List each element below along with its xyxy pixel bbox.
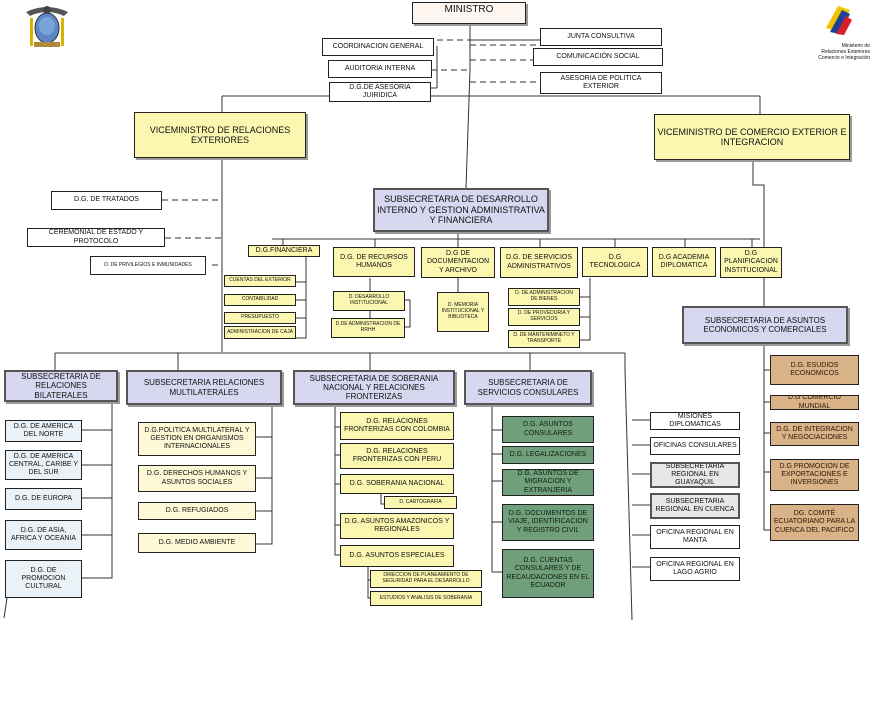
financiera-item-box[interactable]: CONTABILIDAD: [224, 294, 296, 306]
asesoria-politica-exterior-box[interactable]: ASESORIA DE POLITICA EXTERIOR: [540, 72, 662, 94]
rrhh-item-box[interactable]: D. DESARROLLO INSTITUCIONAL: [333, 291, 405, 311]
soberania-sub-box[interactable]: DIRECCION DE PLANEAMIENTO DE SEGURIDAD P…: [370, 570, 482, 588]
consulares-item-box[interactable]: D.G. CUENTAS CONSULARES Y DE RECAUDACION…: [502, 549, 594, 598]
oficina-lago-agrio-box[interactable]: OFICINA REGIONAL EN LAGO AGRIO: [650, 557, 740, 581]
subsec-bilaterales-box[interactable]: SUBSECRETARIA DE RELACIONES BILATERALES: [4, 370, 118, 402]
ministry-logo: Ministerio de Relaciones Exteriores Come…: [800, 2, 870, 64]
rrhh-item-box[interactable]: D.DE ADMINISTRACION DE RRHH: [331, 318, 405, 338]
soberania-item-box[interactable]: D.G. RELACIONES FRONTERIZAS CON COLOMBIA: [340, 412, 454, 440]
oficinas-consulares-box[interactable]: OFICINAS CONSULARES: [650, 437, 740, 455]
subsec-economicos-box[interactable]: SUBSECRETARIA DE ASUNTOS ECONOMICOS Y CO…: [682, 306, 848, 344]
economicos-item-box[interactable]: D.G. DE INTEGRACION Y NEGOCIACIONES: [770, 422, 859, 446]
logo-text-line: Relaciones Exteriores: [821, 49, 870, 55]
servicios-item-box[interactable]: D. DE PROVEDURIA Y SERVICIOS: [508, 308, 580, 326]
servicios-item-box[interactable]: D. DE MANTENIMINETO Y TRANSPORTE: [508, 330, 580, 348]
bilaterales-item-box[interactable]: D.G. DE AMERICA DEL NORTE: [5, 420, 82, 442]
soberania-item-box[interactable]: D.G. ASUNTOS AMAZONICOS Y REGIONALES: [340, 513, 454, 539]
financiera-item-box[interactable]: CUENTAS DEL EXTERIOR: [224, 275, 296, 287]
subsec-consulares-box[interactable]: SUBSECRETARIA DE SERVICIOS CONSULARES: [464, 370, 592, 405]
comunicacion-social-box[interactable]: COMUNICACIÓN SOCIAL: [533, 48, 663, 66]
financiera-item-box[interactable]: ADMINISTRACION DE CAJA: [224, 326, 296, 339]
consulares-item-box[interactable]: D.G. ASUNTOS CONSULARES: [502, 416, 594, 443]
coordinacion-general-box[interactable]: COORDINACION GENERAL: [322, 38, 434, 56]
ceremonial-box[interactable]: CEREMONIAL DE ESTADO Y PROTOCOLO: [27, 228, 165, 247]
subsec-guayaquil-box[interactable]: SUBSECRETARIA REGIONAL EN GUAYAQUIL: [650, 462, 740, 488]
servicios-item-box[interactable]: D. DE ADMINISTRACION DE BIENES: [508, 288, 580, 306]
oficina-manta-box[interactable]: OFICINA REGIONAL EN MANTA: [650, 525, 740, 549]
dg-documentacion-box[interactable]: D.G DE DOCUMENTACION Y ARCHIVO: [421, 247, 495, 278]
soberania-item-box[interactable]: D.G. SOBERANIA NACIONAL: [340, 474, 454, 494]
consulares-item-box[interactable]: D.G. LEGALIZACIONES: [502, 446, 594, 464]
economicos-item-box[interactable]: D.G. ESUDIOS ECONOMICOS: [770, 355, 859, 385]
multilaterales-item-box[interactable]: D.G. DERECHOS HUMANOS Y ASUNTOS SOCIALES: [138, 465, 256, 492]
consulares-item-box[interactable]: D.G. ASUNTOS DE MIGRACION Y EXTRANJERIA: [502, 469, 594, 496]
dg-tratados-box[interactable]: D.G. DE TRATADOS: [51, 191, 162, 210]
misiones-diplomaticas-box[interactable]: MISIONES DIPLOMATICAS: [650, 412, 740, 430]
dg-financiera-box[interactable]: D.G.FINANCIERA: [248, 245, 320, 257]
consulares-item-box[interactable]: D.G. DOCUMENTOS DE VIAJE, IDENTIFICACION…: [502, 504, 594, 541]
dg-rrhh-box[interactable]: D.G. DE RECURSOS HUMANOS: [333, 247, 415, 277]
multilaterales-item-box[interactable]: D.G.POLITICA MULTILATERAL Y GESTION EN O…: [138, 422, 256, 456]
dg-tecnologica-box[interactable]: D.G TECNOLOGICA: [582, 247, 648, 277]
privilegios-box[interactable]: D. DE PRIVILEGIOS E INMUNIDADES: [90, 256, 206, 275]
dg-servicios-box[interactable]: D.G. DE SERVICIOS ADMINISTRATIVOS: [500, 247, 578, 278]
soberania-sub-box[interactable]: ESTUDIOS Y ANALISIS DE SOBERANIA: [370, 591, 482, 606]
subsec-multilaterales-box[interactable]: SUBSECRETARIA RELACIONES MULTILATERALES: [126, 370, 282, 405]
bilaterales-item-box[interactable]: D.G. DE AMERICA CENTRAL, CARIBE Y DEL SU…: [5, 450, 82, 480]
dg-academia-box[interactable]: D.G ACADEMIA DIPLOMATICA: [652, 247, 716, 277]
cartografia-box[interactable]: D. CARTOGRAFIA: [384, 496, 457, 509]
bilaterales-item-box[interactable]: D.G. DE PROMOCION CULTURAL: [5, 560, 82, 598]
logo-text-line: Comercio e Integración: [818, 55, 870, 61]
subsec-desarrollo-box[interactable]: SUBSECRETARIA DE DESARROLLO INTERNO Y GE…: [373, 188, 549, 232]
economicos-item-box[interactable]: D.G COMERCIO MUNDIAL: [770, 395, 859, 410]
viceministro-relaciones-box[interactable]: VICEMINISTRO DE RELACIONES EXTERIORES: [134, 112, 306, 158]
multilaterales-item-box[interactable]: D.G. MEDIO AMBIENTE: [138, 533, 256, 553]
viceministro-comercio-box[interactable]: VICEMINISTRO DE COMERCIO EXTERIOR E INTE…: [654, 114, 850, 160]
asesoria-juridica-box[interactable]: D.G.DE ASESORIA JUIRIDICA: [329, 82, 431, 102]
soberania-item-box[interactable]: D.G. ASUNTOS ESPECIALES: [340, 545, 454, 567]
soberania-item-box[interactable]: D.G. RELACIONES FRONTERIZAS CON PERU: [340, 443, 454, 469]
logo-text-line: Ministerio de: [841, 43, 870, 49]
junta-consultiva-box[interactable]: JUNTA CONSULTIVA: [540, 28, 662, 46]
bilaterales-item-box[interactable]: D.G. DE EUROPA: [5, 488, 82, 510]
subsec-cuenca-box[interactable]: SUBSECRETARIA REGIONAL EN CUENCA: [650, 493, 740, 519]
bilaterales-item-box[interactable]: D.G. DE ASIA, AFRICA Y OCEANIA: [5, 520, 82, 550]
economicos-item-box[interactable]: DG. COMITÉ ECUATORIANO PARA LA CUENCA DE…: [770, 504, 859, 541]
ministro-box[interactable]: MINISTRO: [412, 2, 526, 24]
dg-planificacion-box[interactable]: D.G PLANIFICACION INSTITUCIONAL: [720, 247, 782, 278]
subsec-soberania-box[interactable]: SUBSECRETARIA DE SOBERANIA NACIONAL Y RE…: [293, 370, 455, 405]
multilaterales-item-box[interactable]: D.G. REFUGIADOS: [138, 502, 256, 520]
economicos-item-box[interactable]: D.G PROMOCION DE EXPORTACIONES E INVERSI…: [770, 459, 859, 491]
financiera-item-box[interactable]: PRESUPUESTO: [224, 312, 296, 324]
ecuador-coat-of-arms-logo: [24, 2, 70, 50]
documentacion-item-box[interactable]: D. MEMORIA INSTITUCIONAL Y BIBLIOTECA: [437, 292, 489, 332]
auditoria-interna-box[interactable]: AUDITORIA INTERNA: [328, 60, 432, 78]
